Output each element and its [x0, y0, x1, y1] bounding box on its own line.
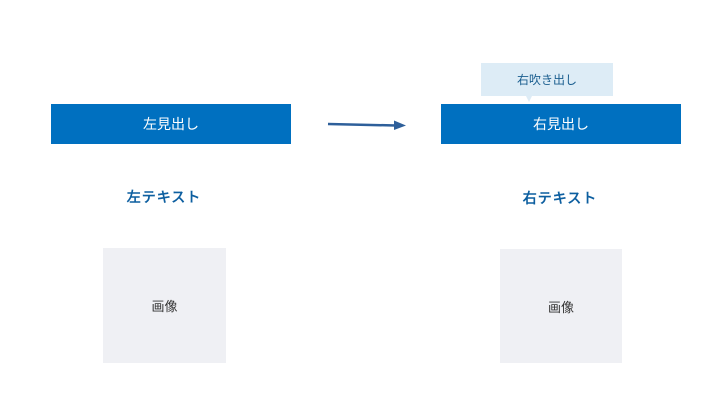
left-heading-label: 左見出し: [143, 117, 199, 133]
left-heading-bar: 左見出し: [51, 104, 291, 144]
right-text: 右テキスト: [522, 191, 598, 207]
right-callout: 右吹き出し: [481, 63, 613, 96]
left-image-label: 画像: [151, 300, 178, 315]
right-heading-bar: 右見出し: [441, 104, 681, 144]
left-text: 左テキスト: [126, 190, 202, 206]
right-arrow-icon: [327, 120, 406, 130]
right-image-placeholder: 画像: [500, 249, 622, 363]
left-image-placeholder: 画像: [103, 248, 226, 363]
callout-tail: [526, 96, 532, 102]
right-image-label: 画像: [547, 300, 574, 316]
right-heading-label: 右見出し: [533, 117, 589, 133]
right-callout-label: 右吹き出し: [516, 73, 577, 87]
